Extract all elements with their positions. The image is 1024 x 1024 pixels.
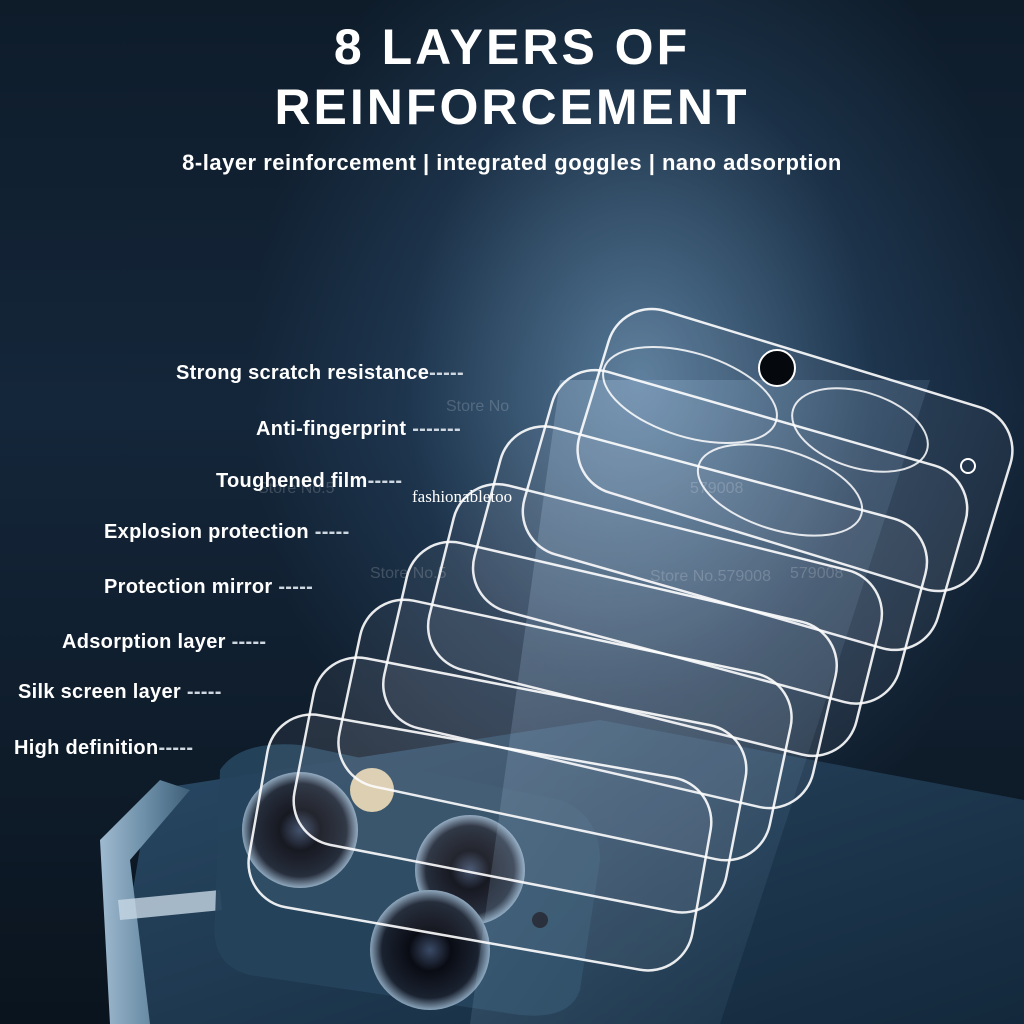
protector-layer: [381, 540, 839, 810]
protector-layer: [576, 307, 1014, 593]
protector-layers: [247, 307, 1014, 972]
camera-lens-icon: [242, 772, 358, 888]
layer-label: Silk screen layer -----: [18, 681, 222, 703]
protector-layer: [337, 598, 793, 862]
layer-label: Strong scratch resistance-----: [176, 362, 464, 384]
camera-lens-icon: [370, 890, 490, 1010]
ghost-watermark: Store No: [446, 398, 510, 415]
camera-hole-icon: [758, 349, 796, 387]
ghost-watermark: 579008: [690, 480, 744, 497]
protector-layer: [247, 713, 713, 972]
ghost-watermark: Store No.5: [258, 480, 335, 497]
heading-line-2: REINFORCEMENT: [274, 79, 750, 135]
protector-layer: [426, 482, 884, 758]
ghost-watermark: Store No.5: [370, 565, 447, 582]
layer-label: Explosion protection -----: [104, 521, 350, 543]
layer-label: Adsorption layer -----: [62, 631, 267, 653]
phone-frame: [100, 780, 190, 1024]
flash-icon: [350, 768, 394, 812]
ghost-watermark: 579008: [790, 565, 844, 582]
layer-label: Protection mirror -----: [104, 576, 314, 598]
layer-label: Toughened film-----: [216, 470, 403, 492]
watermark-text: fashionabletoo: [412, 487, 513, 506]
subtitle: 8-layer reinforcement | integrated goggl…: [182, 150, 842, 175]
protector-layer: [521, 368, 969, 652]
ghost-watermark: Store No.579008: [650, 568, 771, 585]
layer-label: High definition-----: [14, 737, 194, 759]
protector-layer: [292, 656, 748, 914]
layer-label: Anti-fingerprint -------: [256, 418, 461, 440]
heading-line-1: 8 LAYERS OF: [333, 19, 691, 75]
